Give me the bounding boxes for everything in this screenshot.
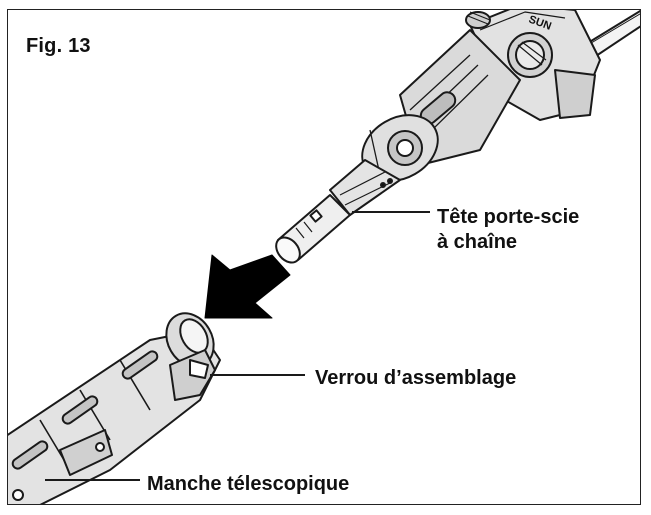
callout-chainsaw-head: Tête porte-scie à chaîne [437, 205, 579, 255]
callout-chainsaw-head-line2: à chaîne [437, 231, 518, 253]
callout-assembly-lock: Verrou d’assemblage [315, 367, 517, 389]
telescopic-handle [8, 312, 221, 504]
figure-label: Fig. 13 [26, 35, 91, 57]
chainsaw-head: SUN [275, 10, 640, 264]
callout-chainsaw-head-line1: Tête porte-scie [437, 206, 580, 228]
callout-telescopic-handle: Manche télescopique [147, 473, 350, 495]
insert-direction-arrow [204, 254, 291, 319]
